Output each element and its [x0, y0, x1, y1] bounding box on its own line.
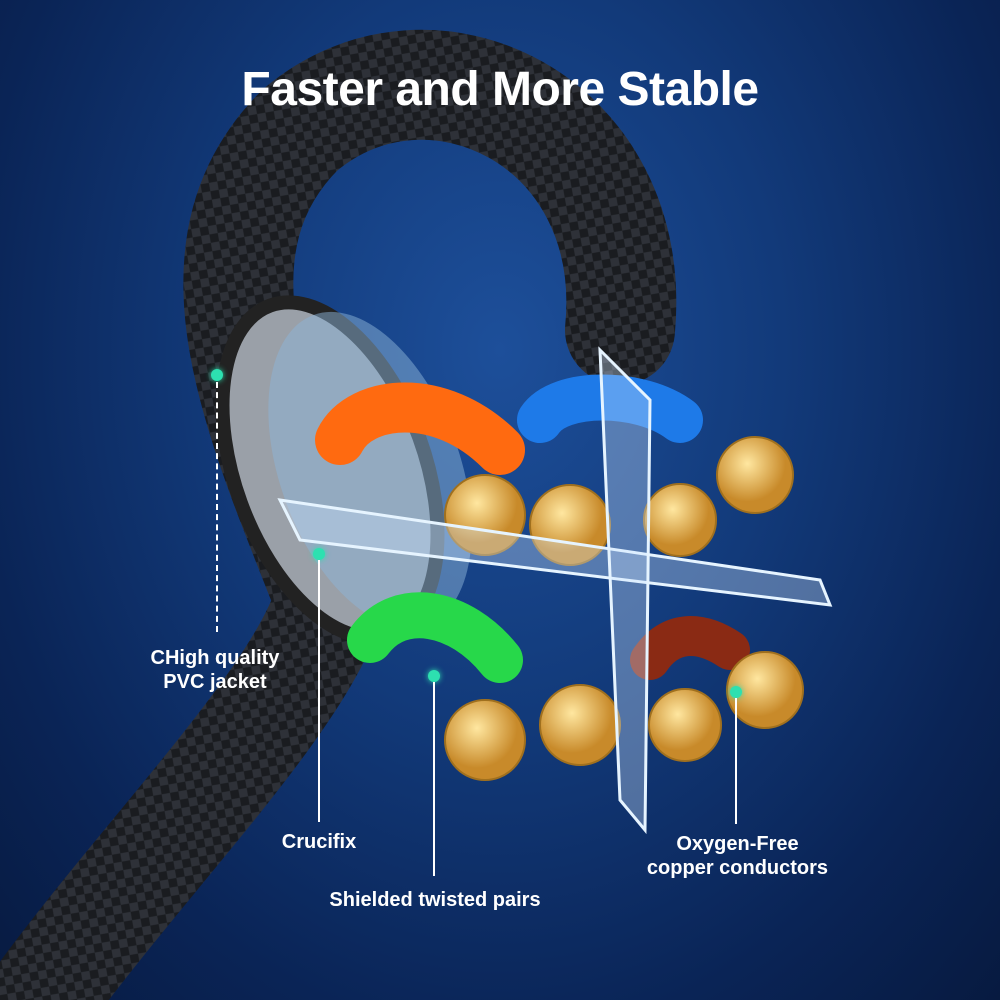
label-crucifix: Crucifix — [281, 831, 357, 853]
label-pvc-jacket: CHigh quality PVC jacket — [140, 646, 290, 694]
headline: Faster and More Stable — [241, 63, 759, 116]
label-oxygen-free-copper: Oxygen-Free copper conductors — [630, 832, 845, 880]
label-pvc-jacket-line2: PVC jacket — [163, 671, 267, 693]
callout-line-jacket — [216, 382, 218, 632]
callout-dot-pairs — [428, 670, 440, 682]
label-copper-line1: Oxygen-Free — [676, 833, 799, 855]
callout-line-copper — [735, 698, 737, 824]
callout-dot-copper — [730, 686, 742, 698]
label-pvc-jacket-line1: CHigh quality — [150, 647, 280, 669]
callout-line-pairs — [433, 682, 435, 876]
callout-line-crucifix — [318, 560, 320, 822]
callout-dot-jacket — [211, 369, 223, 381]
label-shielded-twisted-pairs: Shielded twisted pairs — [329, 889, 541, 911]
callout-dot-crucifix — [313, 548, 325, 560]
label-copper-line2: copper conductors — [646, 857, 829, 879]
